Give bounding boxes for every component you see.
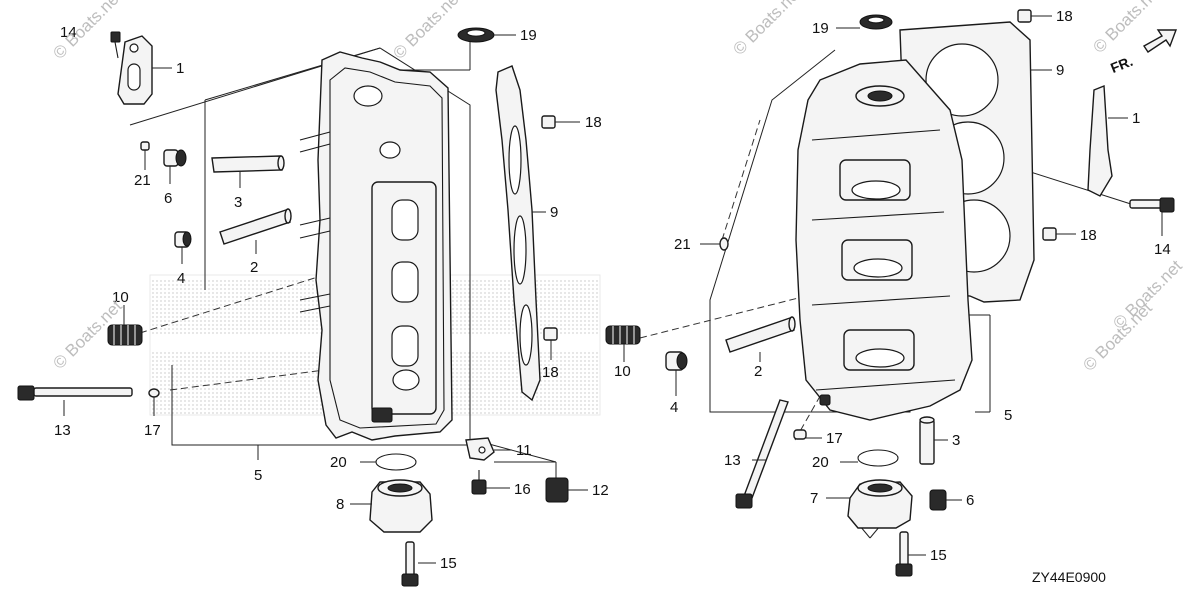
left-callout-8: 8 [336,496,344,513]
left-callout-18a: 18 [585,114,602,131]
left-leader-lines [63,34,588,564]
left-gasket-9 [495,65,541,402]
left-clamp-12 [545,477,569,503]
right-cylinder-head [795,59,973,421]
diagram-code: ZY44E0900 [1032,569,1106,585]
left-callout-3: 3 [234,194,242,211]
left-callout-2: 2 [250,259,258,276]
right-bolt-14 [1129,197,1175,213]
right-cover-7 [847,479,913,529]
left-callout-16: 16 [514,481,531,498]
right-callout-18a: 18 [1056,8,1073,25]
left-pin-21 [140,141,150,151]
right-leader-lines [623,15,1163,556]
right-seal-19 [859,14,893,30]
right-callout-21: 21 [674,236,691,253]
right-spring-10 [605,325,641,345]
right-callout-9: 9 [1056,62,1064,79]
right-callout-20: 20 [812,454,829,471]
left-seal-19 [457,27,495,43]
left-callout-12: 12 [592,482,609,499]
right-callout-10: 10 [614,363,631,380]
right-callout-17: 17 [826,430,843,447]
right-guide-2 [725,316,796,353]
left-dowel-18a [541,115,556,129]
left-oring-20 [375,453,417,471]
right-bracket-1 [1087,84,1113,197]
right-oring-20 [857,449,899,467]
left-callout-10: 10 [112,289,129,306]
left-callout-11: 11 [516,442,532,459]
left-cap-4 [174,231,192,248]
left-callout-18b: 18 [542,364,559,381]
left-bolt-14 [110,31,121,59]
right-callout-7: 7 [810,490,818,507]
left-callout-14: 14 [60,24,77,41]
right-guide-3 [919,416,935,465]
right-callout-15: 15 [930,547,947,564]
left-cylinder-head [299,51,453,441]
right-callout-5: 5 [1004,407,1012,424]
left-bolt-16 [471,470,487,495]
left-guide-3 [211,155,285,173]
left-bolt-15 [401,541,419,587]
right-cap-6 [929,489,947,511]
front-direction-label: FR. [1108,53,1135,76]
left-callout-21: 21 [134,172,151,189]
right-callout-14: 14 [1154,241,1171,258]
right-dowel-18a [1017,9,1032,23]
right-callout-1: 1 [1132,110,1140,127]
left-pin-17 [148,388,160,398]
left-callout-1: 1 [176,60,184,77]
right-dowel-18b [1042,227,1057,241]
right-callout-13: 13 [724,452,741,469]
watermark-text-7: © Boats.net [1109,256,1186,333]
front-direction-arrow: FR. [1108,29,1178,76]
right-callout-3: 3 [952,432,960,449]
left-callout-15: 15 [440,555,457,572]
watermark-text-2: © Boats.net [389,0,466,63]
right-callout-6: 6 [966,492,974,509]
watermark-text-3: © Boats.net [729,0,806,59]
left-cap-6 [163,149,187,167]
right-callout-18b: 18 [1080,227,1097,244]
left-callout-5: 5 [254,467,262,484]
left-callout-4: 4 [177,270,185,287]
right-pin-17 [793,429,807,440]
left-bolt-13 [17,385,133,401]
left-dowel-18b [543,327,558,341]
left-bracket-1 [117,35,153,105]
right-bolt-15 [895,531,913,577]
left-spring-10 [107,324,143,346]
right-callout-4: 4 [670,399,678,416]
left-callout-19: 19 [520,27,537,44]
left-callout-6: 6 [164,190,172,207]
left-callout-17: 17 [144,422,161,439]
left-callout-9: 9 [550,204,558,221]
left-guide-2 [219,208,292,245]
right-cap-4 [665,351,688,371]
right-callout-2: 2 [754,363,762,380]
left-callout-20: 20 [330,454,347,471]
left-bracket-11 [465,437,495,461]
right-bolt-13 [735,399,789,509]
right-pin-21 [719,237,729,251]
left-callout-13: 13 [54,422,71,439]
left-cover-8 [369,479,433,533]
right-callout-19: 19 [812,20,829,37]
